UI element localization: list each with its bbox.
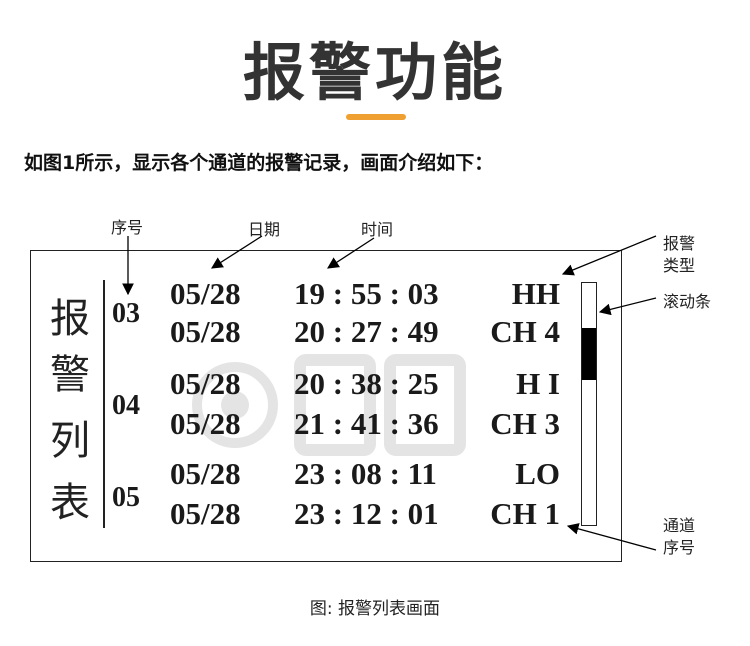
- alarm-seq-number: 04: [112, 390, 140, 421]
- label-alarm-type-line1: 报警: [663, 234, 696, 253]
- alarm-channel: CH 1: [490, 496, 560, 531]
- alarm-type: H I: [516, 366, 560, 401]
- label-channel-line1: 通道: [663, 516, 696, 535]
- label-alarm-type-line2: 类型: [663, 256, 696, 275]
- alarm-channel: CH 4: [490, 314, 560, 349]
- label-time: 时间: [361, 220, 394, 239]
- arrow-alarm-type: [561, 235, 657, 276]
- arrow-scrollbar: [598, 297, 657, 316]
- label-date: 日期: [248, 220, 281, 239]
- alarm-time: 19 : 55 : 03: [294, 276, 439, 311]
- side-title-char: 表: [50, 480, 90, 526]
- side-title-char: 警: [50, 352, 90, 398]
- scrollbar-thumb[interactable]: [582, 328, 596, 380]
- alarm-date: 05/28: [170, 276, 241, 311]
- arrow-channel: [566, 523, 657, 551]
- arrow-time: [327, 237, 375, 269]
- title-accent-bar: [346, 114, 406, 120]
- alarm-time: 21 : 41 : 36: [294, 406, 439, 441]
- side-title-char: 报: [50, 296, 90, 342]
- label-scrollbar: 滚动条: [663, 292, 712, 311]
- figure-caption: 图: 报警列表画面: [309, 599, 441, 619]
- alarm-time: 20 : 27 : 49: [294, 314, 439, 349]
- watermark-logo-icon: [192, 354, 466, 456]
- alarm-type: HH: [511, 276, 560, 311]
- intro-text: 如图1所示，显示各个通道的报警记录，画面介绍如下：: [24, 152, 494, 174]
- alarm-date: 05/28: [170, 314, 241, 349]
- label-seq: 序号: [111, 218, 144, 237]
- side-divider: [103, 280, 105, 528]
- page-title: 报警功能: [242, 36, 507, 109]
- alarm-channel: CH 3: [490, 406, 560, 441]
- side-title-char: 列: [50, 418, 90, 464]
- alarm-type: LO: [515, 456, 560, 491]
- alarm-time: 23 : 12 : 01: [294, 496, 439, 531]
- label-channel-line2: 序号: [663, 538, 696, 557]
- alarm-time: 20 : 38 : 25: [294, 366, 439, 401]
- alarm-list-screen: [30, 250, 622, 562]
- alarm-seq-number: 05: [112, 482, 140, 513]
- alarm-date: 05/28: [170, 496, 241, 531]
- alarm-date: 05/28: [170, 456, 241, 491]
- alarm-seq-number: 03: [112, 298, 140, 329]
- alarm-time: 23 : 08 : 11: [294, 456, 437, 491]
- arrow-date: [211, 235, 263, 269]
- alarm-date: 05/28: [170, 406, 241, 441]
- alarm-date: 05/28: [170, 366, 241, 401]
